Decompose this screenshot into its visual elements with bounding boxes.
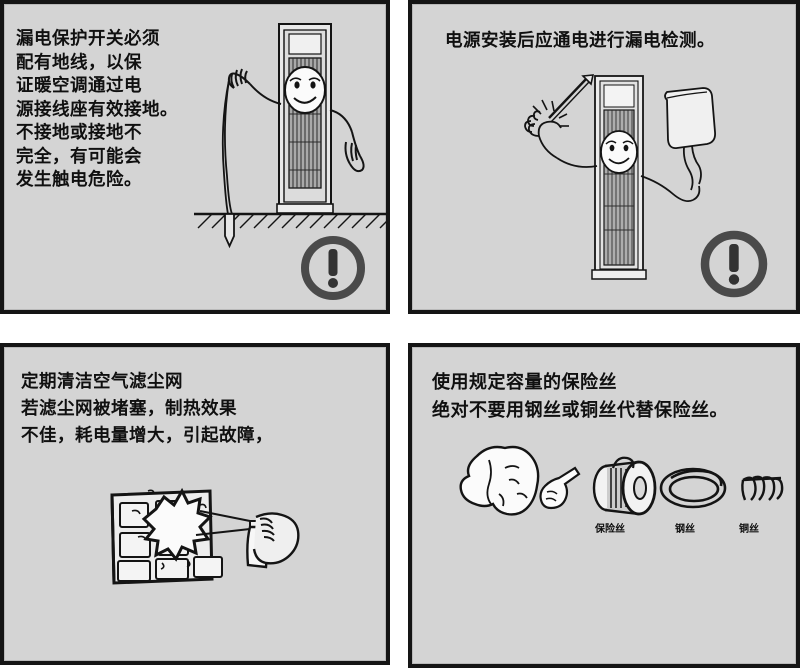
dust-specks: [131, 489, 207, 570]
hand-with-spray-can: [246, 512, 300, 569]
dusty-filter-being-cleaned-illustration: [110, 487, 300, 585]
label-fuse: 保险丝: [594, 522, 625, 535]
panel-4-caption: 使用规定容量的保险丝 绝对不要用钢丝或铜丝代替保险丝。: [432, 372, 728, 421]
panel-1-caption: 漏电保护开关必须 配有地线，以保 证暖空调通过电 源接线座有效接地。 不接地或接…: [16, 29, 178, 190]
air-conditioner-unit: [591, 75, 647, 280]
pointing-hand: [539, 466, 581, 510]
ac-right-arm-with-plug: [640, 175, 701, 203]
panel-3-caption: 定期清洁空气滤尘网 若滤尘网被堵塞，制热效果 不佳，耗电量增大，引起故障，: [21, 372, 273, 446]
label-steel-wire: 钢丝: [675, 522, 695, 535]
ground-rod-wire: [221, 79, 233, 215]
air-conditioner-unit: [276, 23, 334, 214]
pointing-hand-lines: [545, 490, 558, 502]
label-copper-wire: 铜丝: [739, 522, 759, 535]
power-plug-adapter: [664, 87, 716, 191]
panel-top-left: 漏电保护开关必须 配有地线，以保 证暖空调通过电 源接线座有效接地。 不接地或接…: [0, 0, 390, 314]
panel-inner-border: [4, 347, 386, 661]
ac-left-arm: [227, 68, 282, 105]
ac-character-face: [600, 130, 638, 174]
steel-wire-coil: [659, 467, 727, 509]
panel-inner-border: [412, 4, 796, 310]
spark-lines: [532, 99, 569, 127]
copper-wire-coil: [741, 475, 784, 501]
warning-exclamation-icon: [301, 236, 365, 300]
air-conditioner-with-ground-rod-illustration: [194, 23, 386, 249]
person-head-profile: [459, 445, 540, 516]
air-conditioner-with-tester-and-plug-illustration: [524, 74, 716, 280]
ground-rod-tip: [224, 213, 235, 249]
ac-left-arm-with-tester: [524, 110, 598, 168]
panel-inner-border: [4, 4, 386, 310]
panel-bottom-right: 使用规定容量的保险丝 绝对不要用钢丝或铜丝代替保险丝。: [408, 343, 800, 668]
panel-bottom-left: 定期清洁空气滤尘网 若滤尘网被堵塞，制热效果 不佳，耗电量增大，引起故障，: [0, 343, 390, 665]
fuse-spool: [592, 456, 657, 516]
panel-inner-border: [412, 347, 796, 664]
ac-character-face: [284, 66, 326, 114]
warning-exclamation-icon: [700, 230, 768, 298]
voltage-tester-screwdriver: [548, 74, 595, 123]
person-face-details: [486, 459, 528, 507]
dust-cloud: [141, 487, 213, 562]
panel-2-caption: 电源安装后应通电进行漏电检测。: [445, 31, 715, 51]
panel-top-right: 电源安装后应通电进行漏电检测。: [408, 0, 800, 314]
ac-right-arm: [329, 109, 365, 173]
fuse-wire-comparison-illustration: 保险丝 钢丝 铜丝: [459, 445, 784, 535]
spray-cone: [195, 510, 251, 536]
